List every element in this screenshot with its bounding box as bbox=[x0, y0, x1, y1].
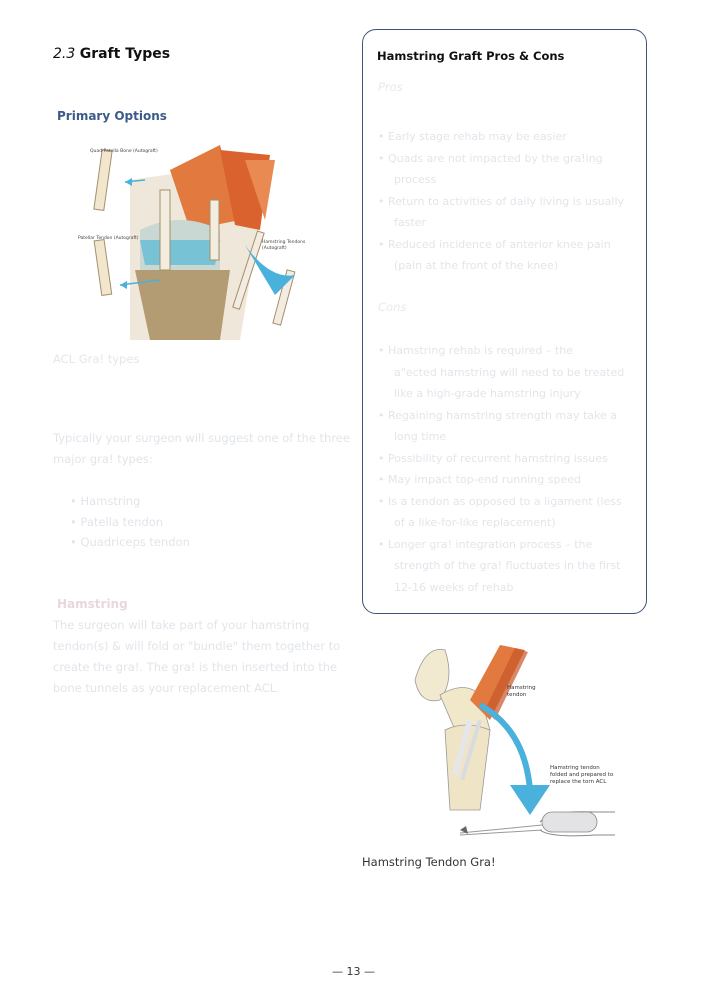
list-item: Quadriceps tendon bbox=[70, 532, 189, 553]
label-tendon-1: Hamstring bbox=[507, 685, 536, 691]
list-item: May impact top-end running speed bbox=[378, 469, 640, 491]
list-item: Early stage rehab may be easier bbox=[378, 126, 638, 148]
hamstring-line: The surgeon will take part of your hamst… bbox=[53, 618, 310, 632]
graft-options-list: Hamstring Patella tendon Quadriceps tend… bbox=[70, 491, 190, 553]
list-item: Hamstring rehab is required – thea"ected… bbox=[378, 340, 640, 405]
label-hamstring-2: (Autograft) bbox=[262, 245, 287, 251]
list-item: Is a tendon as opposed to a ligament (le… bbox=[378, 491, 640, 534]
figure-caption-graft-types: ACL Gra! types bbox=[53, 352, 140, 366]
list-item: Hamstring bbox=[70, 491, 190, 512]
hamstring-line: bone tunnels as your replacement ACL. bbox=[53, 681, 280, 695]
primary-options-heading: Primary Options bbox=[57, 109, 167, 123]
section-title: Graft Types bbox=[79, 46, 171, 62]
pros-list: Early stage rehab may be easier Quads ar… bbox=[378, 126, 638, 277]
label-hamstring-1: Hamstring Tendons bbox=[262, 239, 306, 245]
pros-label: Pros bbox=[378, 80, 403, 94]
page-number: — 13 — bbox=[332, 965, 375, 978]
list-item: Patella tendon bbox=[70, 512, 190, 533]
intro-line-2: major gra! types: bbox=[53, 452, 153, 466]
label-patellar: Patellar Tendon (Autograft) bbox=[78, 235, 139, 241]
label-tendon-2: tendon bbox=[507, 692, 527, 698]
pros-cons-box bbox=[362, 29, 647, 614]
hamstring-paragraph: The surgeon will take part of your hamst… bbox=[53, 615, 340, 699]
list-item: Regaining hamstring strength may take al… bbox=[378, 405, 640, 448]
hamstring-heading: Hamstring bbox=[57, 597, 128, 611]
figure-caption-hamstring: Hamstring Tendon Gra! bbox=[362, 855, 496, 869]
intro-paragraph: Typically your surgeon will suggest one … bbox=[53, 428, 350, 470]
list-item: Longer gra! integration process – thestr… bbox=[378, 534, 640, 599]
section-number: 2.3 bbox=[53, 46, 76, 62]
pros-cons-title: Hamstring Graft Pros & Cons bbox=[377, 49, 565, 63]
hamstring-tendon-figure: Hamstring tendon Hamstring tendon folded… bbox=[414, 645, 615, 837]
intro-line-1: Typically your surgeon will suggest one … bbox=[53, 431, 350, 445]
label-folded-1: Hamstring tendon bbox=[550, 765, 600, 771]
list-item: Return to activities of daily living is … bbox=[378, 191, 638, 234]
hamstring-line: tendon(s) & will fold or "bundle" them t… bbox=[53, 639, 341, 653]
cons-list: Hamstring rehab is required – thea"ected… bbox=[378, 340, 640, 598]
section-heading: 2.3 Graft Types bbox=[53, 46, 170, 62]
hamstring-line: create the gra!. The gra! is then insert… bbox=[53, 660, 338, 674]
graft-types-figure: Quad-Patella Bone (Autograft) Patellar T… bbox=[78, 145, 306, 340]
list-item: Reduced incidence of anterior knee pain(… bbox=[378, 234, 638, 277]
label-quad: Quad-Patella Bone (Autograft) bbox=[90, 148, 158, 154]
list-item: Possibility of recurrent hamstring issue… bbox=[378, 448, 640, 470]
list-item: Quads are not impacted by the gra!ingpro… bbox=[378, 148, 638, 191]
label-folded-3: replace the torn ACL bbox=[550, 779, 607, 785]
label-folded-2: folded and prepared to bbox=[550, 772, 614, 778]
cons-label: Cons bbox=[378, 300, 407, 314]
